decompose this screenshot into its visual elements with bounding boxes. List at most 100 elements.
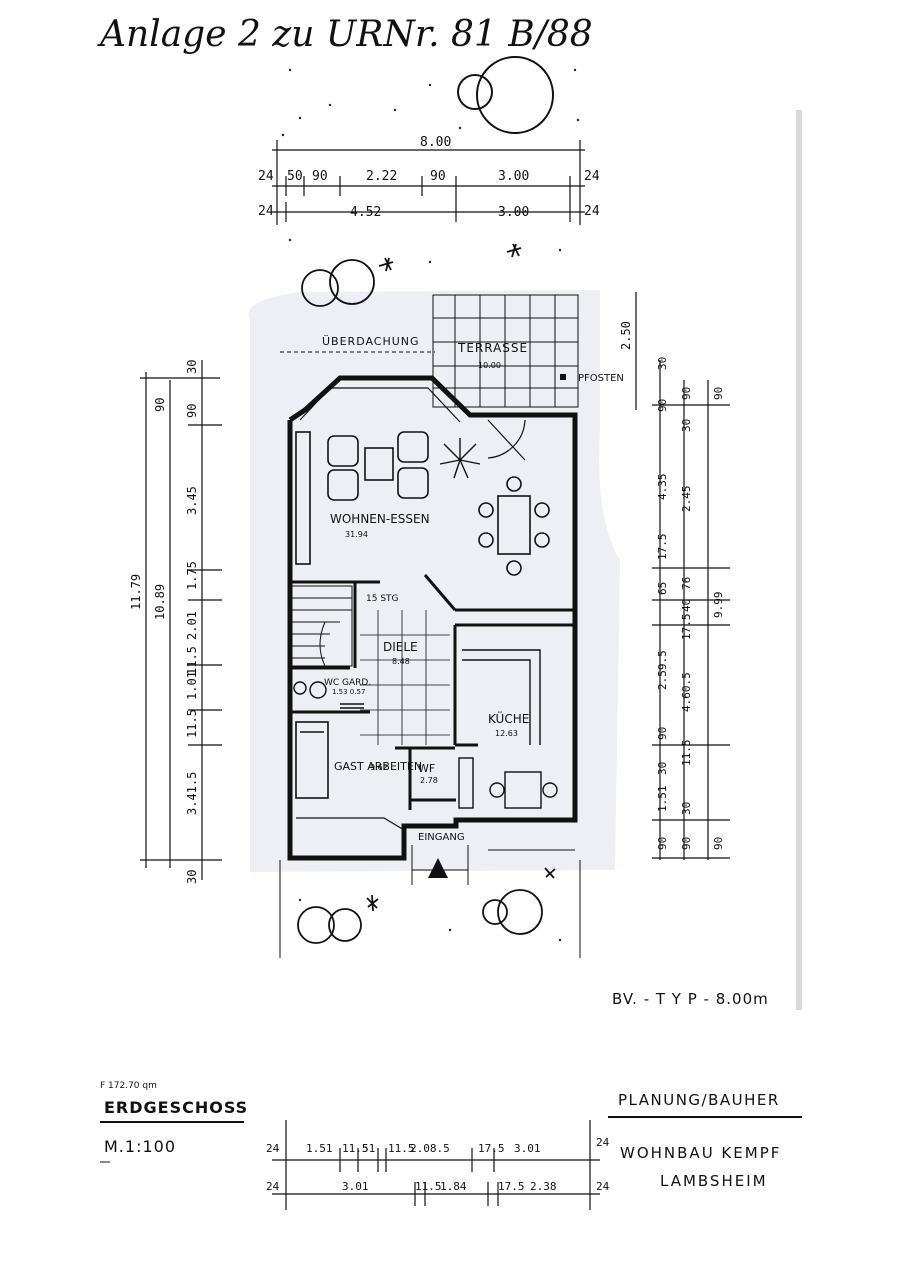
svg-text:30: 30 (185, 870, 199, 884)
dim-top-row2: 24 4.52 3.00 24 (258, 204, 600, 220)
svg-text:30: 30 (185, 360, 199, 374)
svg-text:11.79: 11.79 (129, 574, 143, 610)
scale-label: M.1:100 (104, 1137, 176, 1156)
interior-walls (290, 574, 575, 810)
svg-text:2.08.5: 2.08.5 (410, 1142, 450, 1155)
svg-text:1.75: 1.75 (185, 561, 199, 590)
floor-title: ERDGESCHOSS (104, 1098, 248, 1117)
dim-left-inner: 30 90 90 3.45 1.75 2.01 11.5 1.01 11.5 3… (153, 360, 199, 884)
area-wf: 2.78 (420, 776, 438, 785)
svg-text:24: 24 (266, 1180, 280, 1193)
area-kueche: 12.63 (495, 729, 518, 738)
svg-text:90: 90 (656, 727, 669, 740)
garden-hatching (281, 68, 580, 942)
company-city: LAMBSHEIM (660, 1172, 768, 1190)
svg-text:11.5: 11.5 (415, 1180, 442, 1193)
svg-text:90: 90 (153, 398, 167, 412)
svg-text:24: 24 (584, 169, 600, 184)
svg-text:30: 30 (656, 357, 669, 370)
svg-text:1.84: 1.84 (440, 1180, 467, 1193)
entrance-arrow-icon (428, 858, 448, 878)
svg-text:24: 24 (584, 204, 600, 219)
label-pfosten: PFOSTEN (578, 373, 624, 384)
label-ueberdachung: ÜBERDACHUNG (322, 335, 420, 348)
pfosten-post (560, 374, 566, 380)
bay-window (296, 387, 461, 831)
label-gast-arbeiten: GAST ARBEITEN (334, 760, 422, 773)
svg-text:11.5: 11.5 (680, 740, 693, 767)
svg-text:1.01: 1.01 (185, 671, 199, 700)
company-name: WOHNBAU KEMPF (620, 1144, 781, 1162)
diele-tiles (360, 610, 450, 745)
svg-text:24: 24 (596, 1136, 610, 1149)
dim-right-side: 2.50 (619, 321, 633, 350)
area-wohnen-essen: 31.94 (345, 530, 368, 539)
type-label: BV. - T Y P - 8.00m (612, 990, 769, 1008)
label-kueche: KÜCHE (488, 710, 529, 726)
area-diele: 8.48 (392, 657, 410, 666)
label-wohnen-essen: WOHNEN-ESSEN (330, 512, 430, 526)
svg-text:24: 24 (596, 1180, 610, 1193)
svg-text:11.5: 11.5 (342, 1142, 369, 1155)
svg-text:17.5: 17.5 (680, 614, 693, 641)
svg-text:76: 76 (680, 577, 693, 590)
furniture-wc (293, 681, 364, 709)
svg-text:2.59.5: 2.59.5 (656, 650, 669, 690)
label-wf: WF (418, 762, 435, 775)
svg-text:90: 90 (680, 837, 693, 850)
handwritten-note: Anlage 2 zu URNr. 81 B/88 (97, 14, 593, 55)
label-eingang: EINGANG (418, 832, 465, 843)
svg-text:3.41.5: 3.41.5 (185, 772, 199, 815)
svg-text:17.5: 17.5 (478, 1142, 505, 1155)
label-stairs: 15 STG (366, 594, 399, 604)
dim-left-outer: 11.79 10.89 (129, 574, 167, 620)
svg-text:1.51: 1.51 (306, 1142, 333, 1155)
furniture-guest-bed (295, 721, 329, 799)
furniture-living (295, 431, 429, 565)
svg-text:30: 30 (656, 762, 669, 775)
label-diele: DIELE (383, 640, 418, 654)
area-note: F 172.70 qm (100, 1081, 157, 1091)
svg-text:90: 90 (656, 399, 669, 412)
svg-text:3.00: 3.00 (498, 169, 529, 184)
svg-text:51: 51 (362, 1142, 375, 1155)
svg-text:30: 30 (680, 419, 693, 432)
svg-text:17.5: 17.5 (656, 534, 669, 561)
svg-text:24: 24 (258, 169, 274, 184)
dim-right-col1: 30 90 4.35 17.5 65 2.59.5 90 30 1.51 90 (656, 357, 669, 850)
svg-text:40: 40 (680, 599, 693, 612)
area-wc-gard: 1.53 0.57 (332, 688, 365, 696)
svg-text:90: 90 (185, 404, 199, 418)
dimension-lines-right (635, 292, 730, 860)
garden-trees (301, 243, 522, 307)
scan-right-edge (796, 110, 802, 1010)
label-terrasse: TERRASSE (457, 341, 528, 355)
svg-text:90: 90 (712, 387, 725, 400)
dimension-lines-top (272, 140, 585, 225)
svg-text:65: 65 (656, 582, 669, 595)
svg-text:4.35: 4.35 (656, 474, 669, 501)
svg-text:11.5: 11.5 (185, 709, 199, 738)
furniture-dining (478, 476, 550, 576)
svg-text:3.01: 3.01 (514, 1142, 541, 1155)
svg-text:4.52: 4.52 (350, 205, 381, 220)
svg-text:3.01: 3.01 (342, 1180, 369, 1193)
area-gast: 9.62 (370, 763, 388, 772)
svg-text:2.01: 2.01 (185, 611, 199, 640)
svg-text:2.22: 2.22 (366, 169, 397, 184)
svg-text:24: 24 (258, 204, 274, 219)
svg-text:90: 90 (656, 837, 669, 850)
garden-trees-bottom (297, 867, 556, 944)
svg-text:3.00: 3.00 (498, 205, 529, 220)
svg-text:11.5: 11.5 (388, 1142, 415, 1155)
dim-top-row1: 24 50 90 2.22 90 3.00 24 (258, 169, 600, 184)
svg-text:3.45: 3.45 (185, 486, 199, 515)
dim-bottom-row2: 24 3.01 11.5 1.84 17.5 2.38 24 (266, 1180, 610, 1193)
dimension-lines-bottom (272, 1120, 600, 1210)
tree-symbol (457, 56, 554, 134)
dim-right-col3: 90 9.99 90 (712, 387, 725, 850)
area-terrasse: 10.00 (478, 361, 501, 370)
svg-text:11.5: 11.5 (185, 646, 199, 675)
svg-text:17.5: 17.5 (498, 1180, 525, 1193)
